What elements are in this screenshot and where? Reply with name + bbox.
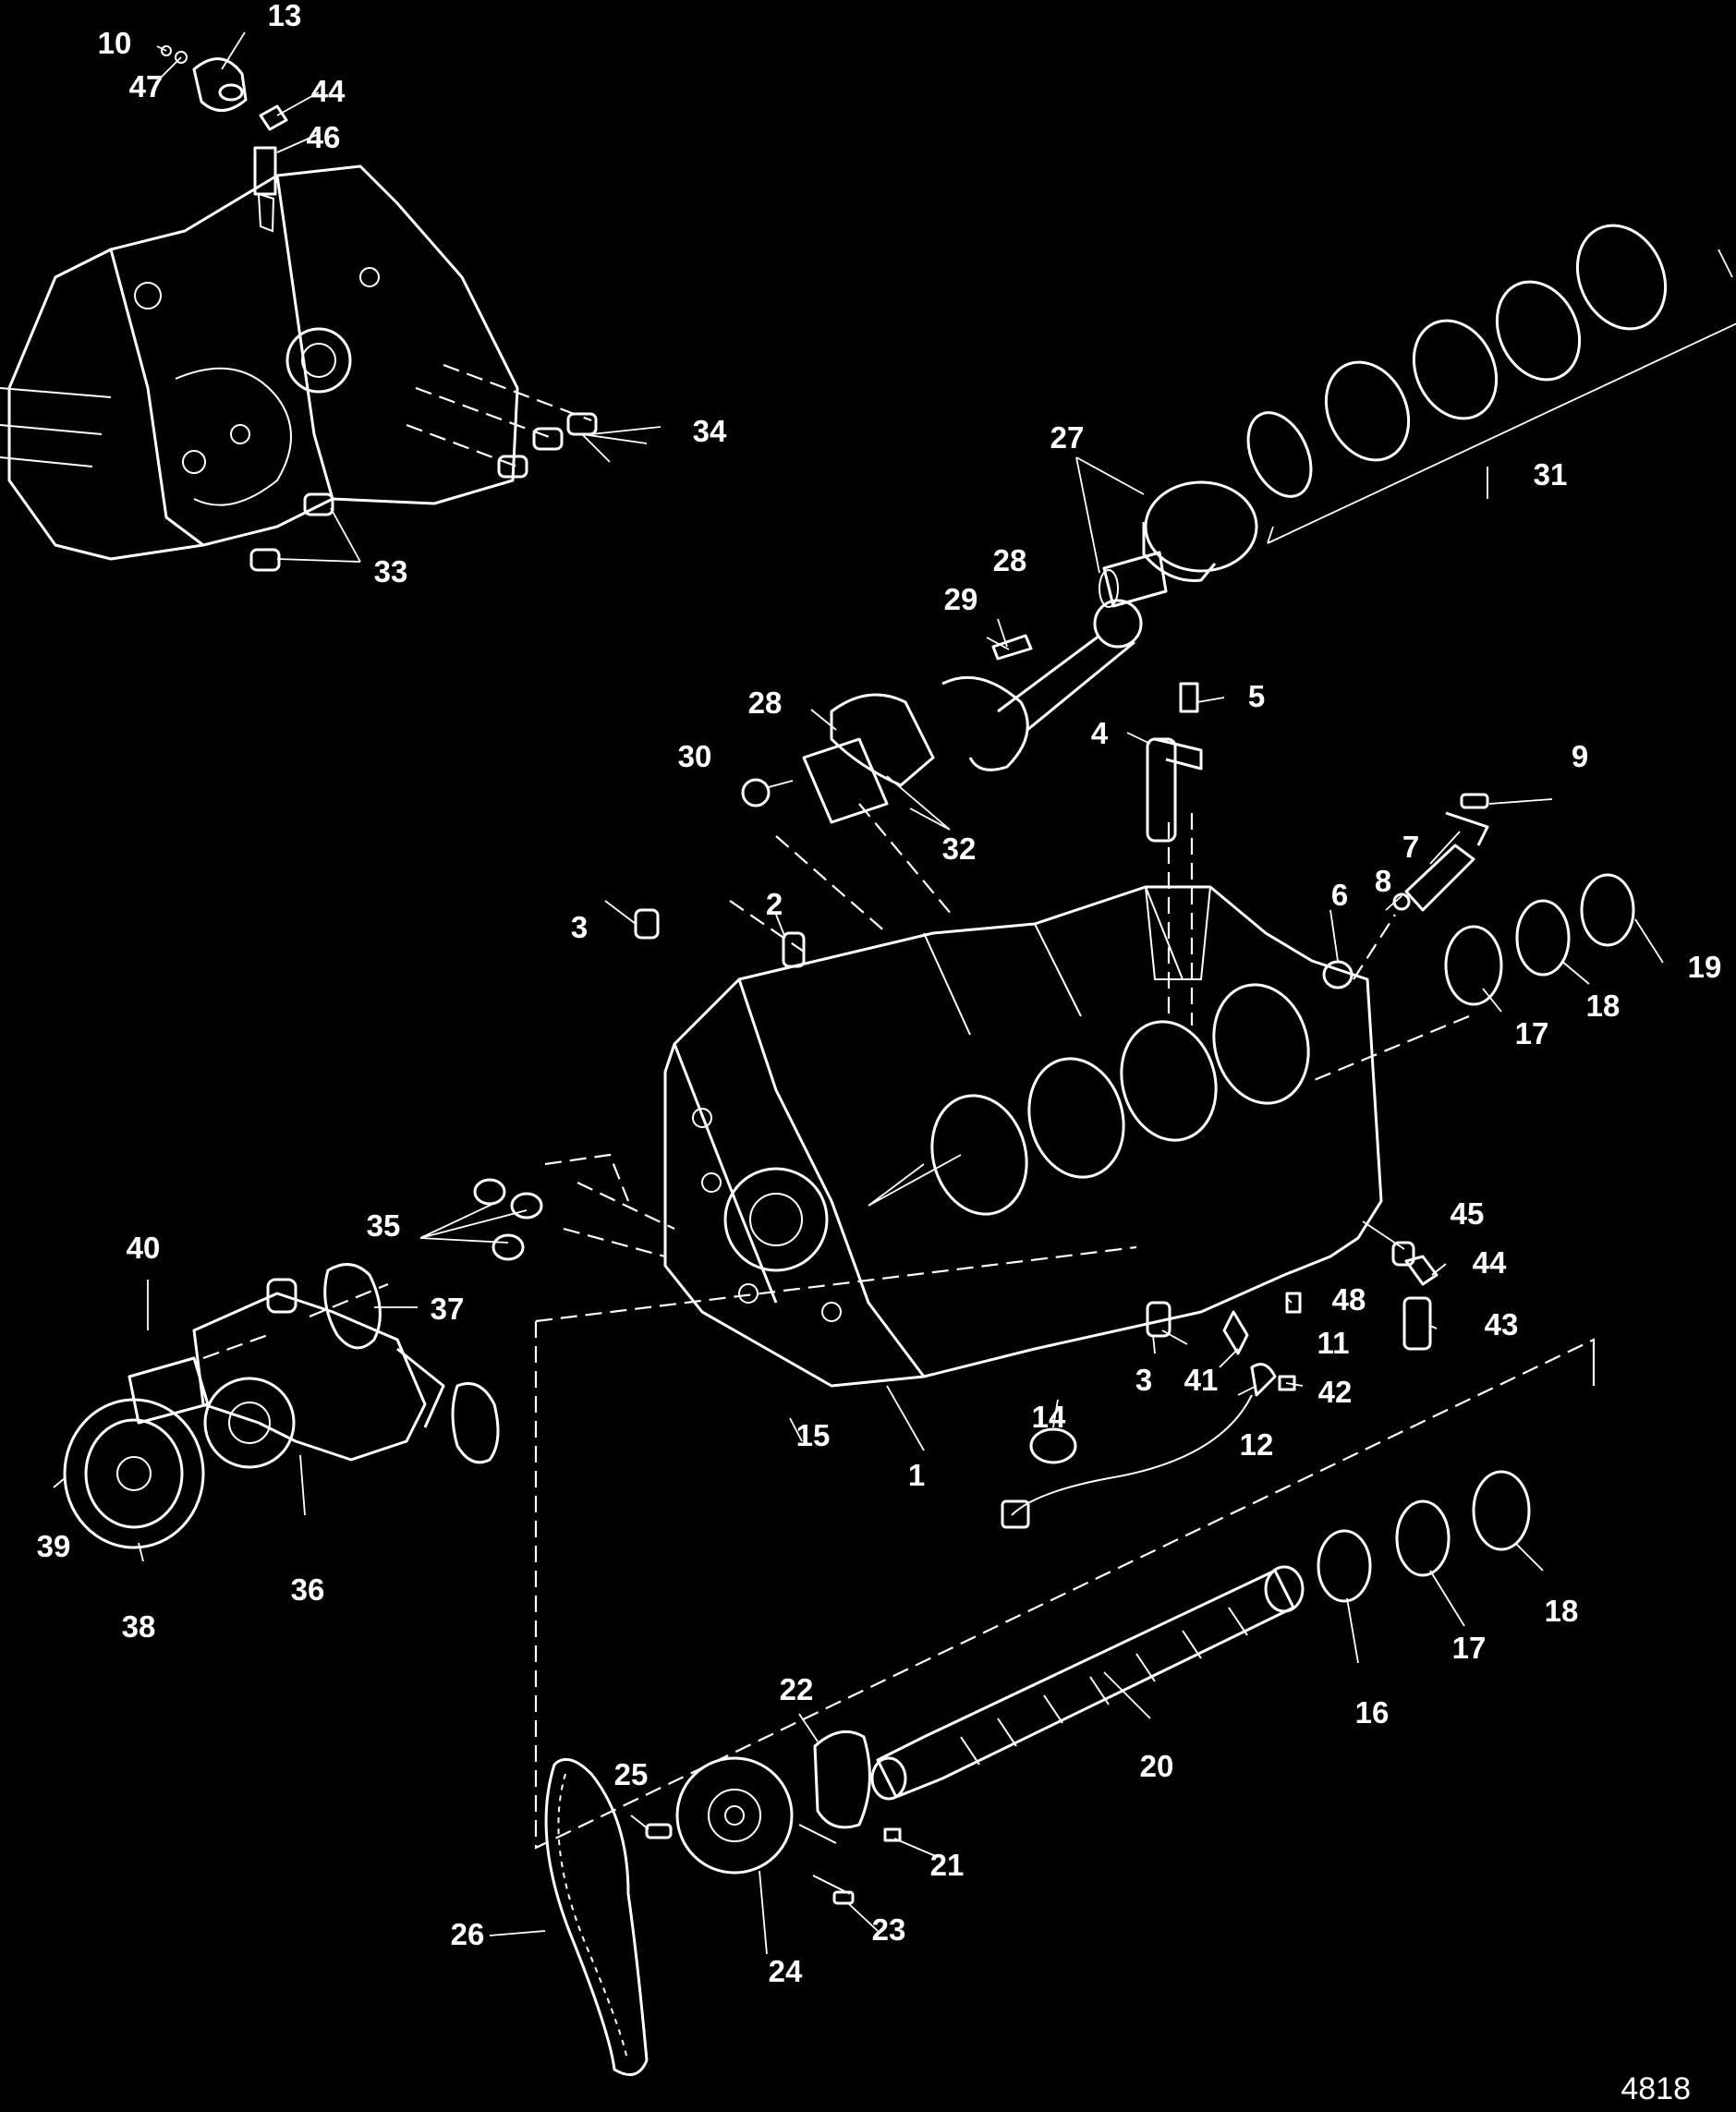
callout-label: 7 xyxy=(1402,830,1419,864)
callout-label: 3 xyxy=(1135,1363,1152,1397)
callout-label: 11 xyxy=(1317,1326,1350,1360)
callout-label: 31 xyxy=(1534,457,1568,492)
callout-label: 33 xyxy=(374,554,408,589)
callout-label: 37 xyxy=(431,1292,465,1326)
callout-label: 47 xyxy=(129,69,164,103)
callout-label: 1 xyxy=(908,1458,925,1492)
callout-label: 43 xyxy=(1485,1307,1519,1341)
callout-label: 25 xyxy=(614,1757,649,1791)
assembly-guide-lines xyxy=(202,363,1596,1850)
gaskets-37 xyxy=(323,1263,500,1464)
callout-label: 29 xyxy=(944,582,978,616)
callout-label: 10 xyxy=(98,26,132,60)
piston-27 xyxy=(1099,480,1258,608)
callout-label: 17 xyxy=(1515,1016,1549,1050)
callout-label: 46 xyxy=(307,120,341,154)
callout-label: 38 xyxy=(122,1609,156,1644)
callout-label: 4 xyxy=(1091,716,1109,750)
rod-nut-30 xyxy=(741,778,771,807)
expansion-plugs-35 xyxy=(473,1178,543,1261)
callout-label: 44 xyxy=(311,74,346,108)
callout-label: 42 xyxy=(1318,1375,1353,1409)
figure-number: 4818 xyxy=(1621,2071,1691,2106)
callout-label: 18 xyxy=(1586,989,1621,1023)
callout-label: 17 xyxy=(1452,1631,1487,1665)
callout-label: 28 xyxy=(748,686,783,720)
callout-label: 28 xyxy=(993,543,1027,577)
callout-label: 36 xyxy=(291,1572,325,1607)
cam-bearings-upper xyxy=(1444,873,1635,1006)
callout-label: 14 xyxy=(1032,1400,1066,1434)
callout-label: 39 xyxy=(37,1529,71,1563)
callout-label: 22 xyxy=(780,1672,814,1706)
callout-label: 40 xyxy=(127,1231,161,1265)
pipe-plugs-33 xyxy=(249,492,334,572)
cam-bearings-lower xyxy=(1317,1470,1531,1603)
cam-sprocket-24 xyxy=(675,1756,794,1875)
callout-leader-lines xyxy=(53,31,1664,1955)
callout-label: 35 xyxy=(367,1208,401,1243)
oil-pressure-sender-assembly xyxy=(161,45,288,196)
callout-label: 32 xyxy=(942,831,977,866)
water-pump-36 xyxy=(127,1278,445,1469)
callout-label: 5 xyxy=(1248,679,1265,713)
callout-label: 27 xyxy=(1050,420,1085,455)
callout-label: 21 xyxy=(930,1848,965,1882)
callout-label: 6 xyxy=(1331,878,1348,912)
callout-label: 45 xyxy=(1451,1196,1485,1231)
inset-rear-block-view xyxy=(0,164,519,561)
callout-label: 30 xyxy=(678,739,712,773)
piston-rings-31 xyxy=(1246,224,1736,544)
callout-label: 3 xyxy=(571,910,588,944)
callout-label: 23 xyxy=(872,1912,906,1947)
callout-label: 26 xyxy=(451,1917,485,1951)
oil-pump-drive-4 xyxy=(1146,682,1203,843)
bolt-23 xyxy=(832,1890,855,1905)
callout-label: 41 xyxy=(1184,1363,1219,1397)
callout-label: 44 xyxy=(1473,1245,1507,1280)
pulley-38 xyxy=(63,1398,205,1549)
callout-label: 48 xyxy=(1332,1282,1366,1317)
callout-label: 2 xyxy=(766,887,783,921)
callout-label: 9 xyxy=(1572,739,1588,773)
callout-label: 8 xyxy=(1375,864,1391,898)
camshaft-20 xyxy=(870,1565,1305,1801)
callout-label: 12 xyxy=(1240,1427,1274,1462)
callout-label: 13 xyxy=(268,0,302,32)
callout-label: 19 xyxy=(1688,950,1722,984)
callout-label: 16 xyxy=(1355,1695,1390,1730)
callout-label: 20 xyxy=(1140,1749,1174,1783)
sprocket-bolt-25 xyxy=(645,1823,673,1839)
callout-label: 18 xyxy=(1545,1594,1579,1628)
callout-label: 34 xyxy=(693,414,727,448)
connecting-rod-28 xyxy=(802,599,1143,824)
timing-chain-26 xyxy=(544,1757,649,2077)
callout-label: 24 xyxy=(769,1954,803,1988)
callout-labels: 1 2 3 3 4 5 6 7 8 9 10 11 12 13 14 15 16… xyxy=(37,0,1722,1988)
callout-label: 15 xyxy=(796,1418,831,1452)
engine-block-1 xyxy=(663,885,1383,1388)
